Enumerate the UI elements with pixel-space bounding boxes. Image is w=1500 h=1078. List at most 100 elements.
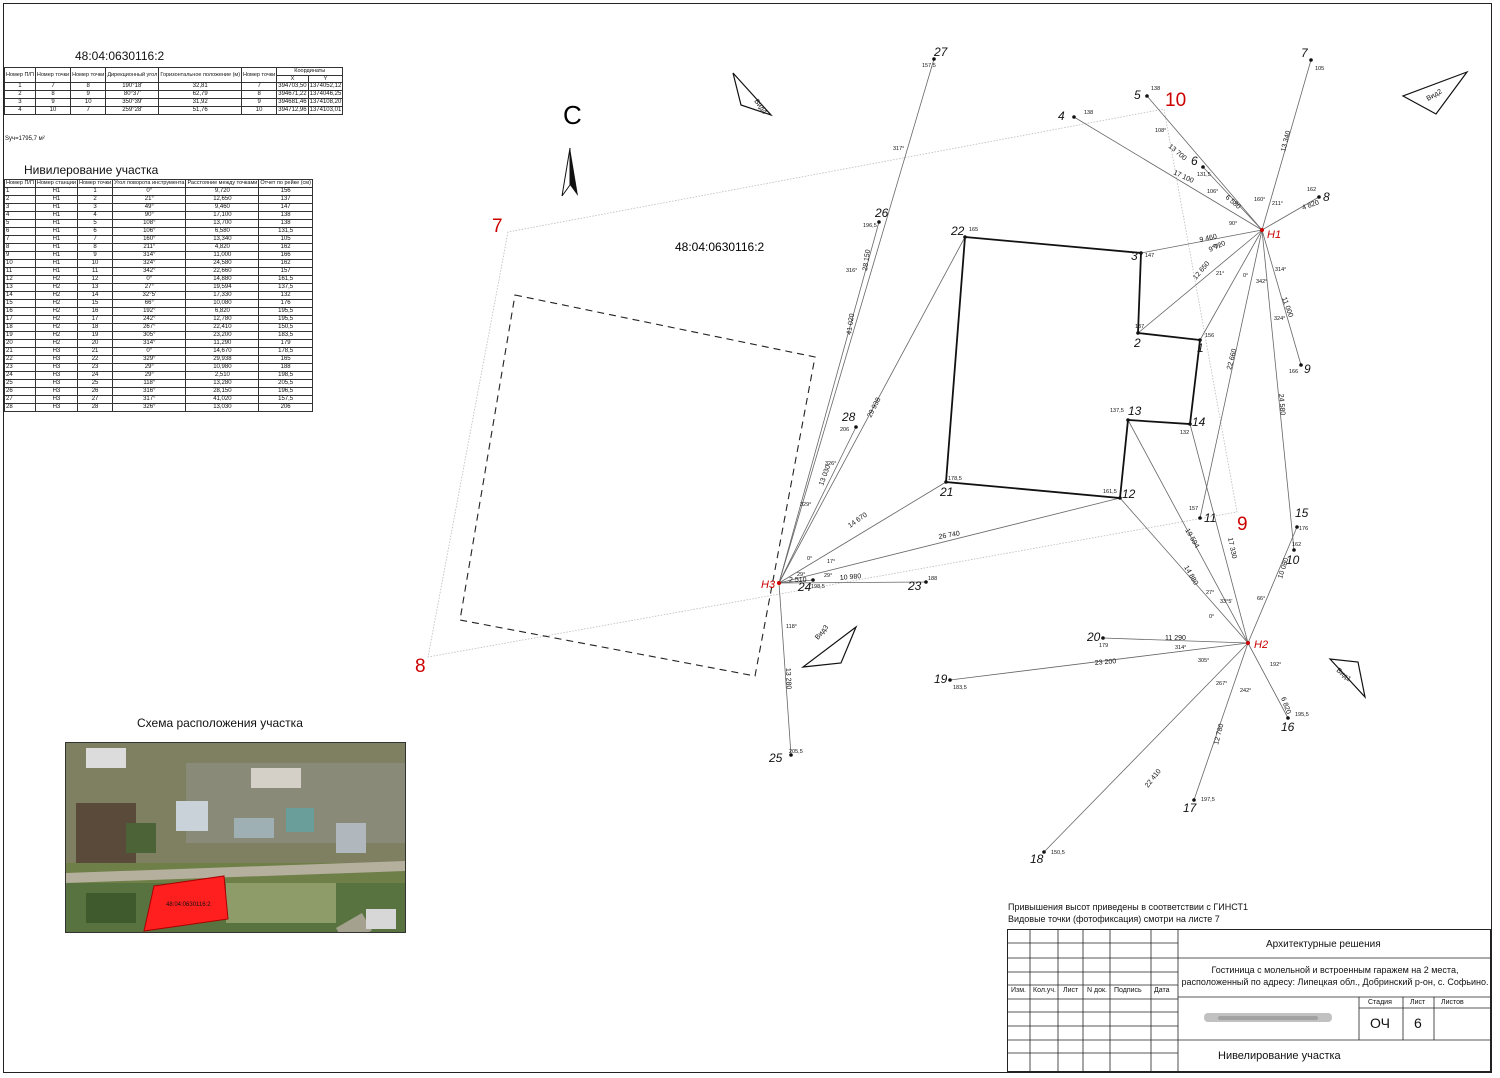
sight-line	[1202, 166, 1263, 231]
point-number: 8	[1323, 190, 1330, 204]
sight-line	[778, 481, 947, 584]
distance-label: 11 290	[1165, 635, 1186, 642]
sight-line	[1043, 642, 1249, 853]
sight-line	[778, 581, 927, 584]
view-label-number: 1	[1344, 675, 1352, 683]
point-number: 28	[841, 410, 856, 424]
survey-point	[944, 480, 948, 484]
blurred-signature	[1204, 1013, 1332, 1022]
corner-label: 10	[1165, 90, 1186, 111]
point-height: 137,5	[1110, 408, 1124, 414]
angle-label: 211°	[1272, 201, 1283, 207]
point-number: 22	[950, 224, 965, 238]
contour-polygon	[945, 236, 1202, 499]
title-block-grid	[1008, 930, 1492, 1073]
point-height: 205,5	[789, 749, 803, 755]
survey-point	[789, 753, 793, 757]
point-number: 16	[1281, 720, 1295, 734]
coord-table-title: 48:04:0630116:2	[75, 49, 165, 63]
point-height: 131,5	[1197, 172, 1211, 178]
point-number: 5	[1134, 88, 1141, 102]
stamp-col-data: Дата	[1154, 987, 1170, 994]
survey-point	[1118, 496, 1122, 500]
distance-label: 41 020	[846, 313, 856, 335]
distance-label: 23 200	[1095, 658, 1117, 667]
satellite-scheme: 48:04:0630116:2	[65, 742, 406, 933]
survey-point	[1101, 636, 1105, 640]
scheme-title: Схема расположения участка	[137, 716, 303, 730]
station-point	[1260, 228, 1264, 232]
point-number: 18	[1030, 852, 1044, 866]
sight-line	[1146, 95, 1263, 231]
note-line-1: Привышения высот приведены в соответстви…	[1008, 902, 1248, 912]
survey-point	[1192, 798, 1196, 802]
point-height: 196,5	[863, 223, 877, 229]
survey-point	[924, 580, 928, 584]
survey-point	[1136, 331, 1140, 335]
distance-label: 29 938	[867, 397, 883, 419]
distance-label: 14 670	[847, 512, 869, 530]
point-height: 150,5	[1051, 850, 1065, 856]
angle-label: 316°	[846, 268, 857, 274]
survey-point	[1139, 251, 1143, 255]
survey-point	[1295, 525, 1299, 529]
view-arrow-icon	[1328, 658, 1367, 699]
point-number: 1	[1197, 341, 1204, 355]
sight-line	[778, 236, 966, 584]
point-number: 23	[907, 579, 922, 593]
sight-line	[1247, 642, 1289, 719]
survey-point	[1198, 516, 1202, 520]
coord-cell: 259°28'	[105, 106, 160, 115]
distance-label: 14 880	[1182, 565, 1199, 587]
survey-point	[1317, 195, 1321, 199]
point-number: 6	[1191, 154, 1198, 168]
angle-label: 329°	[800, 502, 811, 508]
corner-label: 7	[492, 216, 503, 237]
point-number: 21	[939, 485, 953, 499]
distance-label: 4 820	[1301, 199, 1320, 212]
sight-line	[1137, 229, 1263, 334]
building-outline	[459, 294, 816, 677]
sight-line	[1261, 229, 1295, 551]
sight-line	[1140, 229, 1263, 254]
sight-line	[778, 579, 814, 584]
distance-label: 13 030	[818, 464, 832, 487]
point-number: 26	[874, 206, 889, 220]
stamp-sheet-label: Лист	[1410, 999, 1426, 1006]
angle-label: 324°	[1274, 316, 1285, 322]
point-height: 195,5	[1295, 712, 1309, 718]
station-point	[777, 581, 781, 585]
distance-label: 2 510	[789, 577, 807, 584]
north-arrow-icon	[561, 147, 578, 197]
corner-label: 8	[415, 656, 426, 677]
view-label-number: 4	[760, 109, 768, 116]
distance-label: 24 580	[1277, 394, 1286, 416]
survey-point	[932, 57, 936, 61]
level-table: Номер П/П Номер станции Номер точки Угол…	[4, 179, 313, 412]
scheme-parcel-label: 48:04:0630116:2	[166, 902, 211, 908]
angle-label: 66°	[1257, 596, 1265, 602]
stamp-col-koluch: Кол.уч.	[1033, 987, 1056, 994]
point-number: 11	[1204, 511, 1216, 525]
point-number: 27	[933, 45, 949, 59]
survey-point	[963, 235, 967, 239]
distance-label: 13 700	[1167, 143, 1188, 162]
point-number: 7	[1301, 46, 1309, 60]
angle-label: 118°	[786, 624, 797, 630]
level-cell: 326°	[112, 402, 187, 412]
station-label: Н3	[761, 579, 776, 591]
angle-label: 342°	[1256, 279, 1267, 285]
survey-point	[1072, 115, 1076, 119]
distance-label: 9 460	[1199, 233, 1218, 244]
survey-point	[1145, 94, 1149, 98]
distance-label: 6 820	[1279, 696, 1292, 715]
coord-cell: 394712,96	[276, 106, 309, 115]
point-height: 157,5	[922, 63, 936, 69]
point-number: 13	[1128, 404, 1142, 418]
survey-point	[1299, 363, 1303, 367]
